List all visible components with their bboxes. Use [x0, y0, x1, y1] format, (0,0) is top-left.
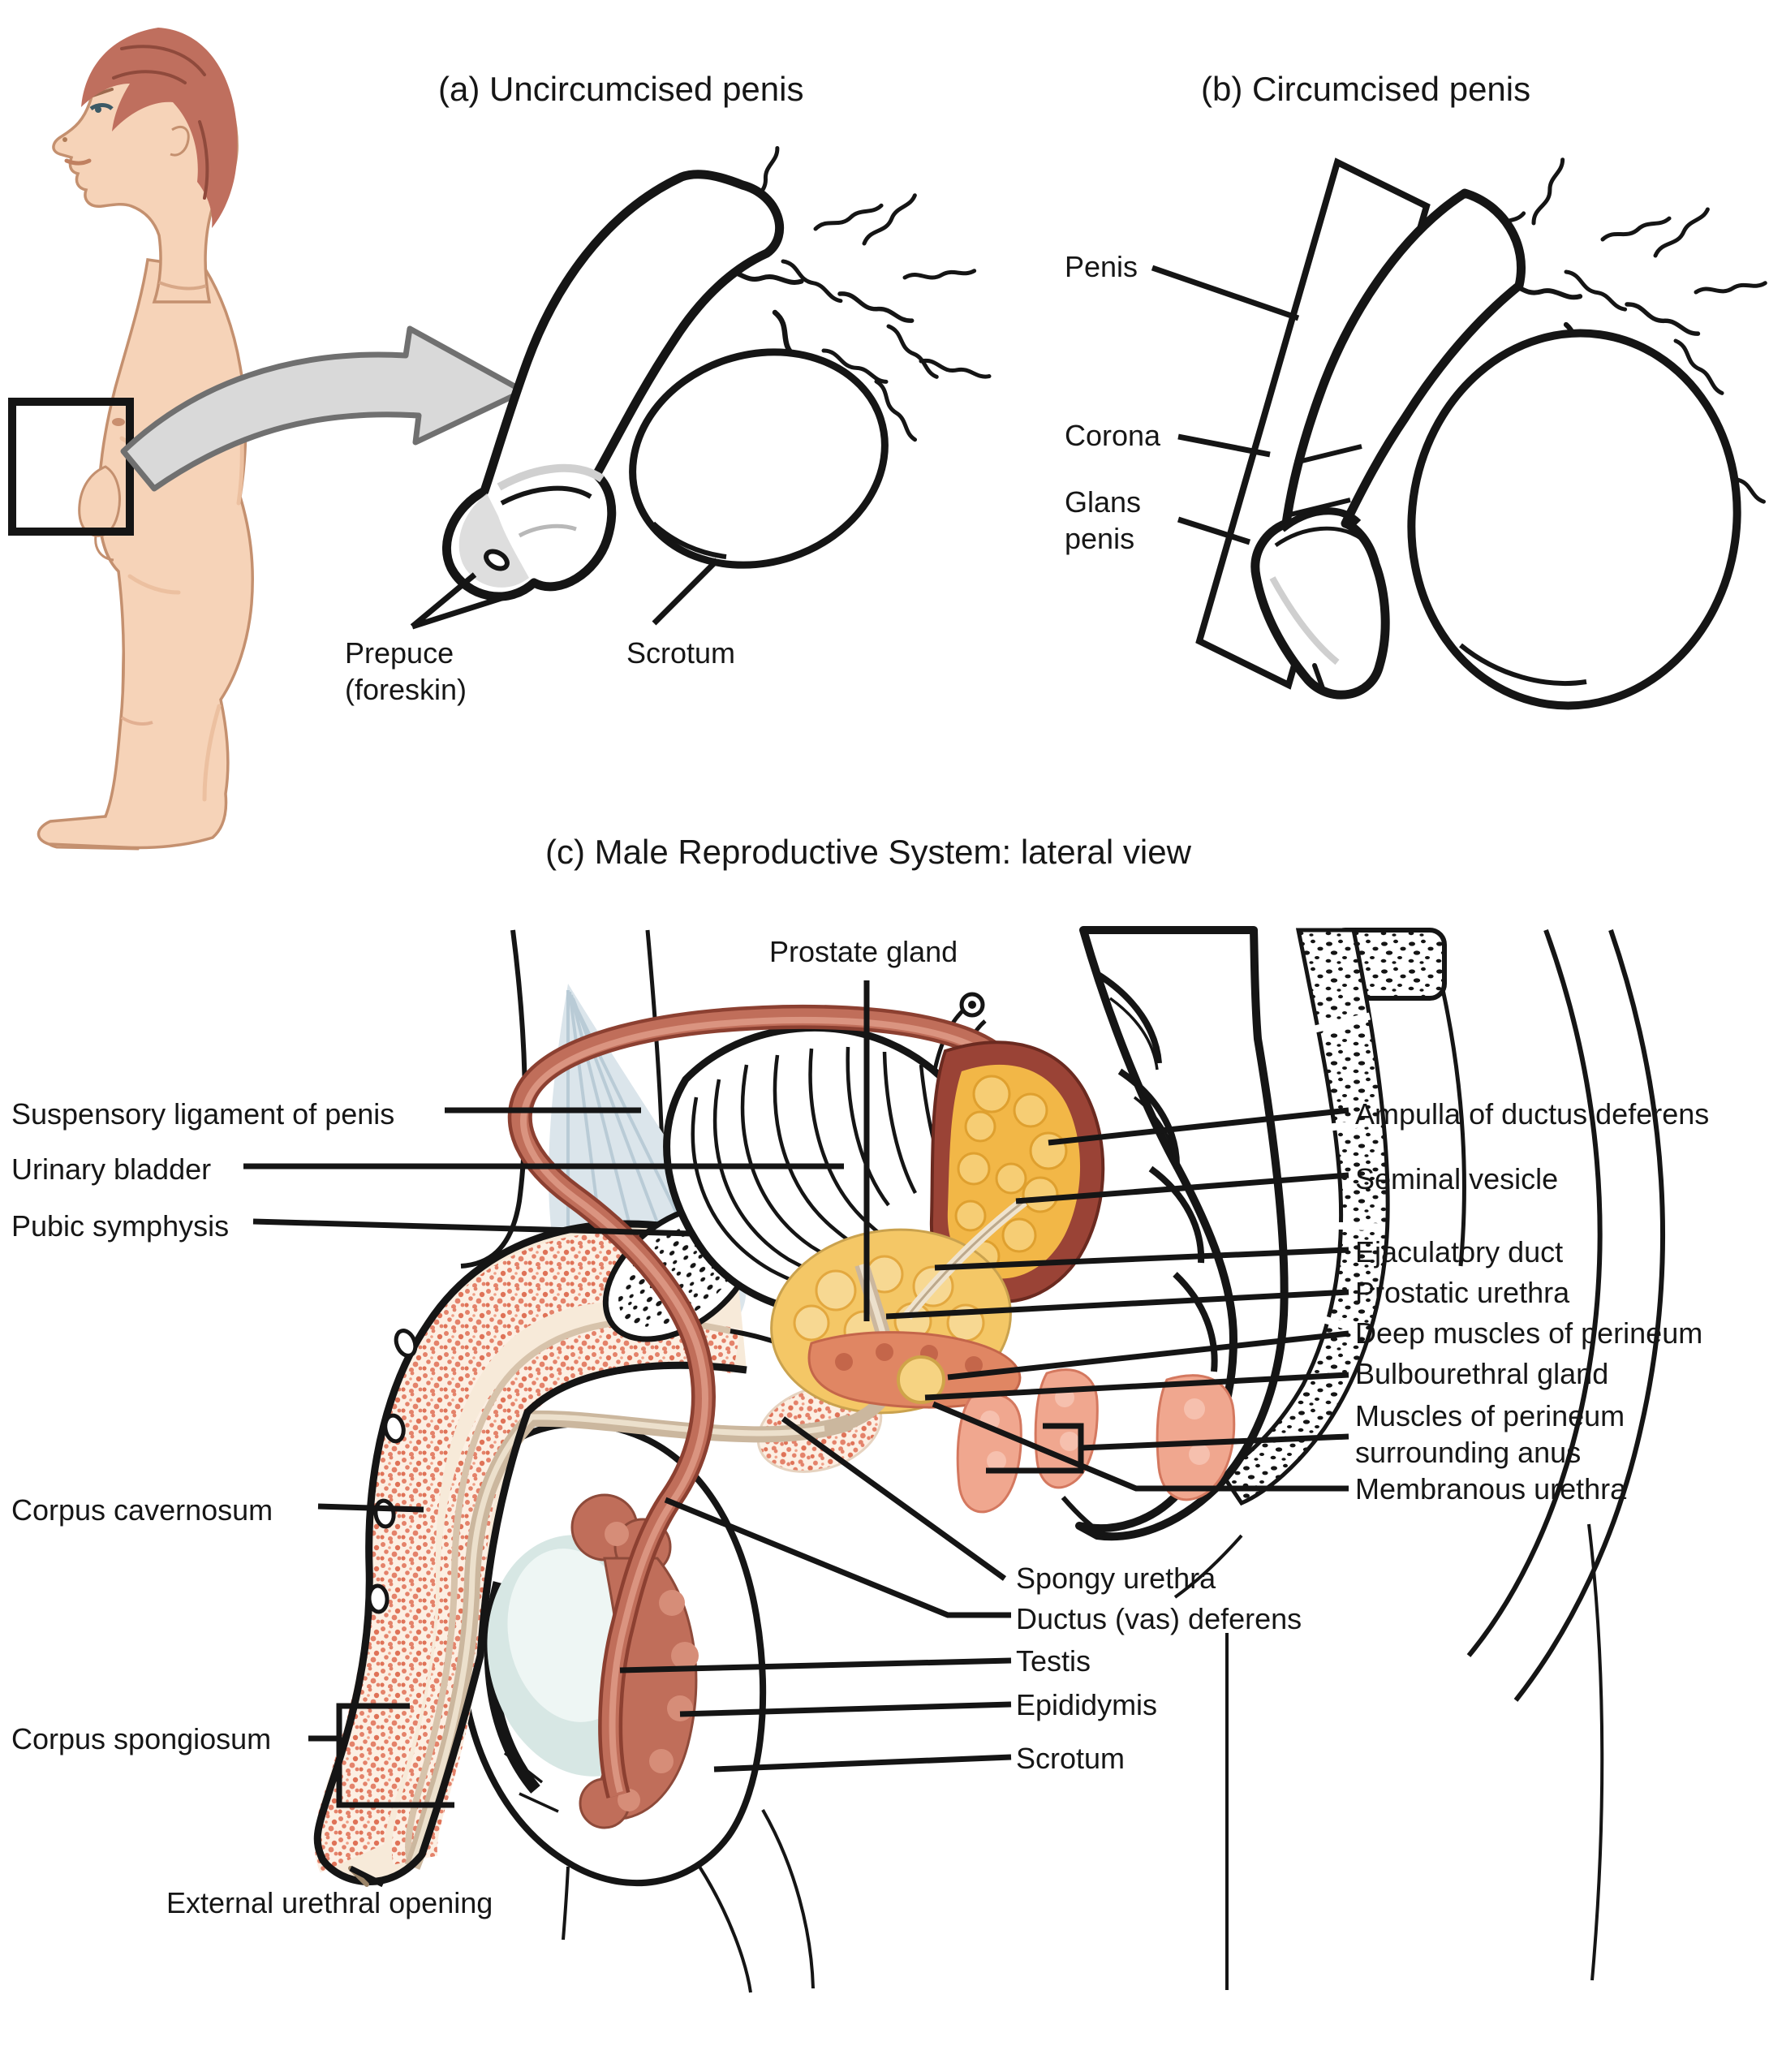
label-epididymis: Epididymis: [1016, 1688, 1158, 1721]
bulbourethral-gland-shape: [897, 1355, 945, 1404]
panel-a-illustration: [441, 149, 989, 601]
scrotum-b-shape: [1407, 329, 1741, 710]
label-external-urethral-opening: External urethral opening: [166, 1886, 493, 1919]
panel-b-title: (b) Circumcised penis: [1201, 70, 1531, 108]
panel-a-title: (a) Uncircumcised penis: [438, 70, 804, 108]
label-ductus-deferens: Ductus (vas) deferens: [1016, 1602, 1302, 1635]
label-seminal-vesicle: Seminal vesicle: [1355, 1162, 1559, 1195]
label-ejaculatory-duct: Ejaculatory duct: [1355, 1235, 1564, 1269]
panel-c-illustration: [313, 926, 1666, 1993]
rectum-shape: [1061, 926, 1289, 1541]
panel-c-title: (c) Male Reproductive System: lateral vi…: [545, 833, 1191, 871]
label-corona: Corona: [1065, 419, 1161, 452]
penis-shaft-shape: [313, 1220, 883, 1887]
label-spongy-urethra: Spongy urethra: [1016, 1562, 1216, 1595]
label-corpus-cavernosum: Corpus cavernosum: [11, 1493, 273, 1527]
label-suspensory-ligament: Suspensory ligament of penis: [11, 1097, 395, 1131]
label-prepuce: Prepuce (foreskin): [345, 636, 467, 706]
label-pubic-symphysis: Pubic symphysis: [11, 1209, 230, 1243]
scrotum-a-shape: [629, 348, 889, 569]
sacrum-shape: [1218, 928, 1447, 1506]
label-corpus-spongiosum: Corpus spongiosum: [11, 1722, 272, 1755]
panel-b-illustration: [1195, 157, 1765, 710]
genital-region-box: [8, 398, 134, 536]
label-glans-penis: Glans penis: [1065, 485, 1142, 555]
label-prostatic-urethra: Prostatic urethra: [1355, 1276, 1570, 1309]
label-scrotum-c: Scrotum: [1016, 1742, 1126, 1775]
leader-lines: [243, 265, 1349, 1888]
penis-band-outline: [1195, 157, 1431, 690]
penis-b-shape: [1250, 188, 1526, 700]
label-muscles-perineum: Muscles of perineum surrounding anus: [1355, 1399, 1625, 1469]
label-bulbourethral-gland: Bulbourethral gland: [1355, 1357, 1609, 1390]
label-prostate-gland: Prostate gland: [769, 935, 958, 968]
label-deep-muscles: Deep muscles of perineum: [1355, 1316, 1703, 1350]
label-membranous-urethra: Membranous urethra: [1355, 1472, 1627, 1506]
label-scrotum-a: Scrotum: [626, 636, 736, 670]
label-ampulla: Ampulla of ductus deferens: [1355, 1097, 1710, 1131]
label-urinary-bladder: Urinary bladder: [11, 1152, 212, 1186]
label-testis: Testis: [1016, 1644, 1091, 1678]
label-penis: Penis: [1065, 250, 1138, 283]
